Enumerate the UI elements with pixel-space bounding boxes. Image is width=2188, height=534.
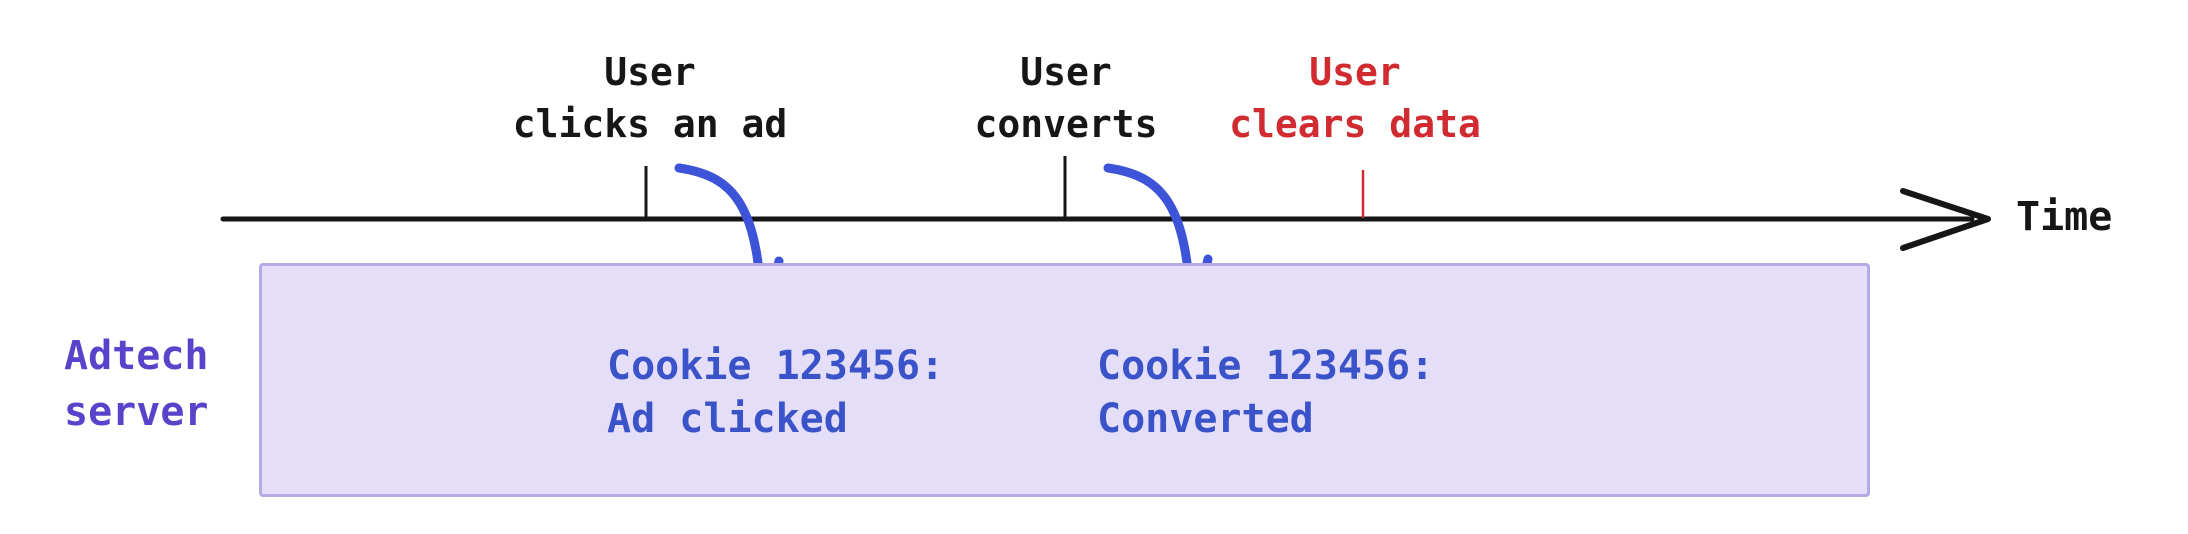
event-label-user-clicks-ad: User clicks an ad xyxy=(512,50,788,146)
event-label-user-converts: User converts xyxy=(974,50,1158,146)
time-axis-label: Time xyxy=(2016,194,2113,240)
event-label-user-clears-data: User clears data xyxy=(1229,50,1481,146)
timeline-arrowhead-icon xyxy=(1900,188,1991,251)
cookie-record-ad-clicked: Cookie 123456: Ad clicked xyxy=(607,343,945,442)
adtech-server-label: Adtech server xyxy=(64,333,209,435)
adtech-server-box xyxy=(259,263,1870,497)
cookie-record-converted: Cookie 123456: Converted xyxy=(1097,343,1435,442)
